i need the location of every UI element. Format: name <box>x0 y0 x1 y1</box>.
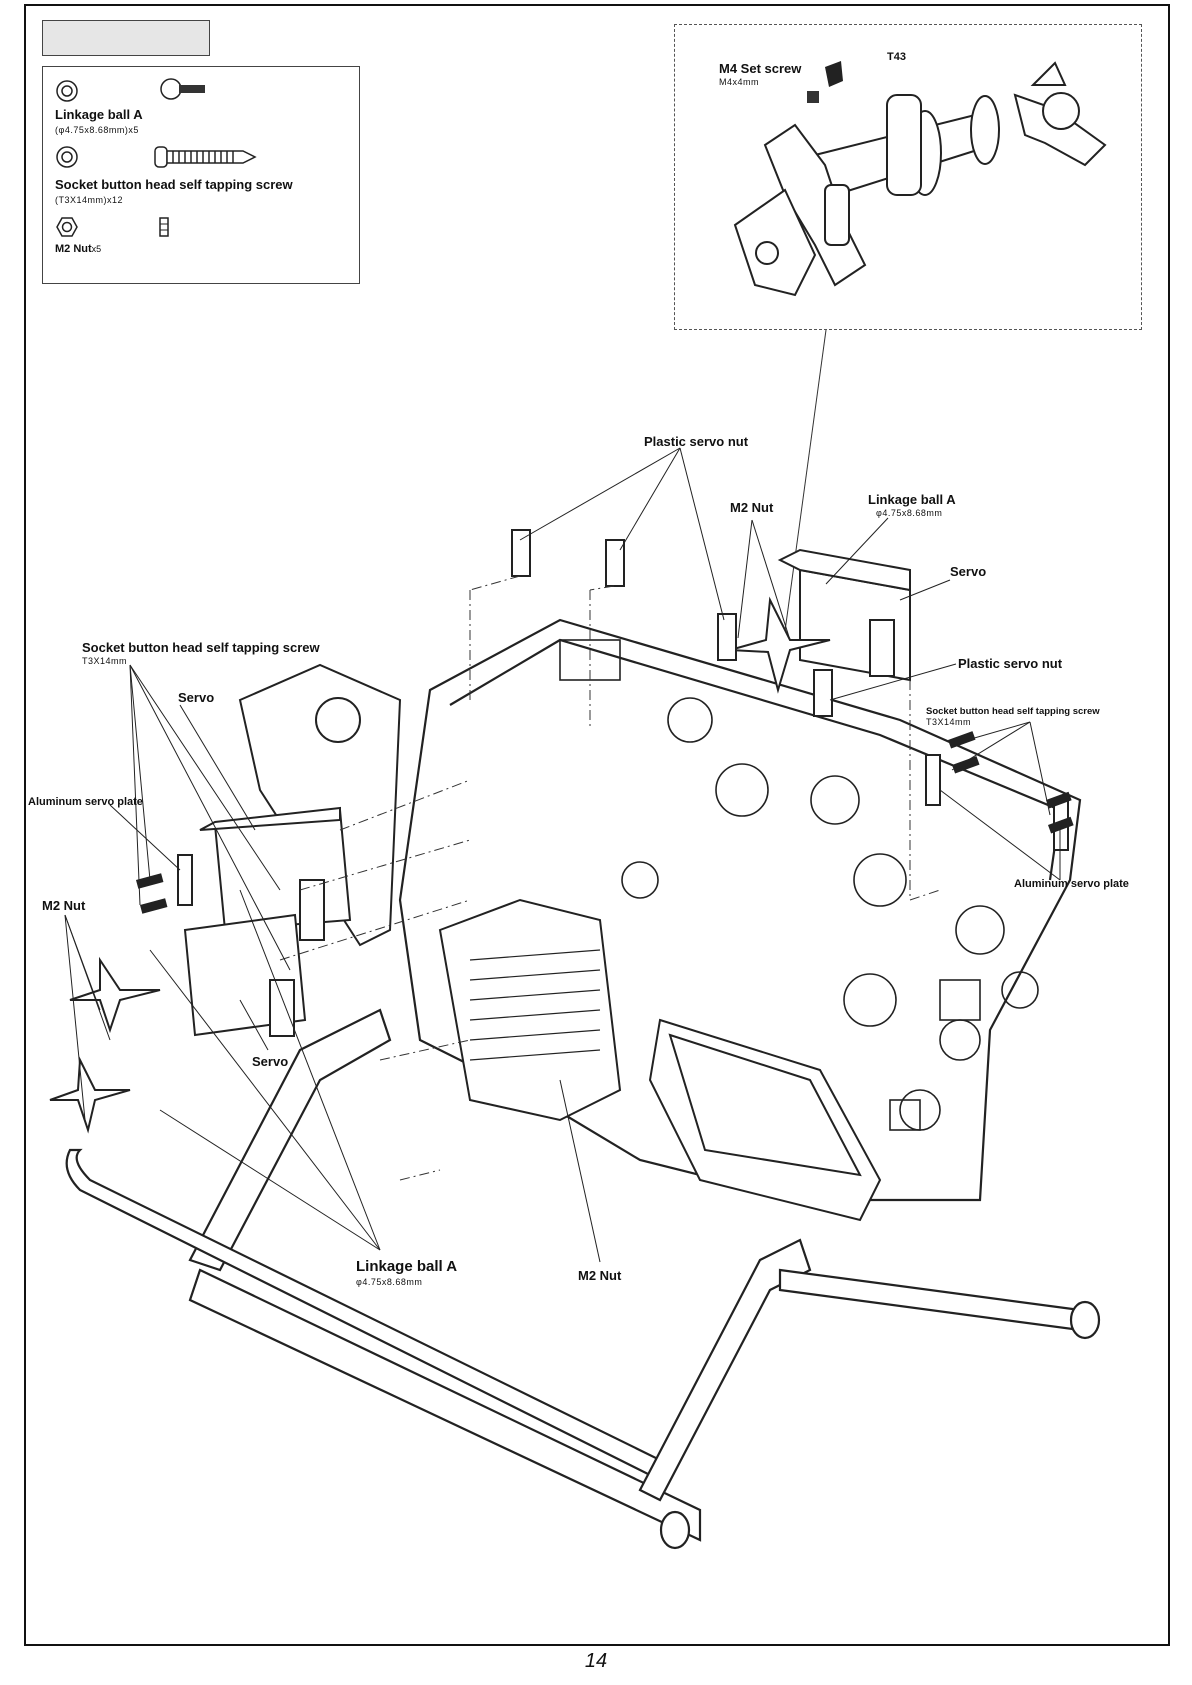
parts-item-m2-nut-name: M2 Nut <box>55 243 92 255</box>
parts-item-linkage-ball-spec: (φ4.75x8.68mm)x5 <box>55 125 139 135</box>
parts-list: Linkage ball A (φ4.75x8.68mm)x5 Socket b… <box>42 66 360 284</box>
set-screw-spec: M4x4mm <box>719 77 760 87</box>
screws <box>135 731 1074 914</box>
parts-list-icons <box>56 78 257 237</box>
plastic-servo-nuts <box>511 529 833 717</box>
frame-holes <box>559 639 1039 1131</box>
label-linkage-ball-right: Linkage ball A <box>868 492 956 507</box>
parts-item-tapping-screw-name: Socket button head self tapping screw <box>55 177 293 192</box>
label-tapping-screw-right-spec: T3X14mm <box>926 717 972 727</box>
parts-item-m2-nut-qty: x5 <box>91 244 102 254</box>
label-plastic-servo-nut-right: Plastic servo nut <box>958 656 1063 671</box>
label-plastic-servo-nut-top: Plastic servo nut <box>644 434 749 449</box>
label-servo-left-top: Servo <box>178 690 215 705</box>
parts-item-tapping-screw-spec: (T3X14mm)x12 <box>55 195 124 205</box>
servo-left-top <box>199 806 352 941</box>
label-servo-right: Servo <box>950 564 987 579</box>
parts-item-m2-nut: M2 Nutx5 <box>55 243 101 255</box>
assembly-lines <box>279 575 941 1181</box>
label-aluminum-plate-right: Aluminum servo plate <box>1014 878 1129 890</box>
servo-left-bottom <box>183 913 307 1037</box>
label-m2-nut-left: M2 Nut <box>42 898 86 913</box>
parts-item-linkage-ball-name: Linkage ball A <box>55 107 143 122</box>
tapping-screw-icon <box>56 146 257 168</box>
servo-right <box>777 548 911 682</box>
set-screw-icon <box>807 61 843 103</box>
threadlock-label: T43 <box>887 51 906 63</box>
servo-horn-left-top <box>69 956 161 1034</box>
label-tapping-screw-right: Socket button head self tapping screw <box>926 706 1100 717</box>
front-frame <box>238 663 402 947</box>
label-m2-nut-right: M2 Nut <box>730 500 774 515</box>
label-m2-nut-bottom: M2 Nut <box>578 1268 622 1283</box>
label-linkage-ball-bottom: Linkage ball A <box>356 1258 458 1275</box>
label-linkage-ball-bottom-spec: φ4.75x8.68mm <box>356 1277 423 1287</box>
engine <box>438 898 622 1122</box>
bellcrank-assembly-drawing <box>733 61 1107 297</box>
detail-inset-bellcrank: M4 Set screw M4x4mm T43 <box>674 24 1142 330</box>
servo-horn-right <box>729 596 831 694</box>
label-linkage-ball-right-spec: φ4.75x8.68mm <box>876 508 943 518</box>
landing-gear <box>65 1008 1101 1550</box>
label-tapping-screw-left-spec: T3X14mm <box>82 656 128 666</box>
page-number: 14 <box>584 1650 608 1672</box>
set-screw-label: M4 Set screw <box>719 61 802 76</box>
callout-leaders <box>64 447 1061 1263</box>
linkage-ball-icon <box>56 78 205 102</box>
label-aluminum-plate-left: Aluminum servo plate <box>28 796 143 808</box>
hex-nut-icon <box>56 217 169 237</box>
fuel-tank <box>648 1018 882 1222</box>
step-header-tab <box>42 20 210 56</box>
label-tapping-screw-left: Socket button head self tapping screw <box>82 640 320 655</box>
aluminum-servo-plates <box>177 754 1069 906</box>
servo-horn-left-bottom <box>49 1056 131 1134</box>
label-servo-left-bottom: Servo <box>252 1054 289 1069</box>
page-frame <box>24 4 1170 1646</box>
